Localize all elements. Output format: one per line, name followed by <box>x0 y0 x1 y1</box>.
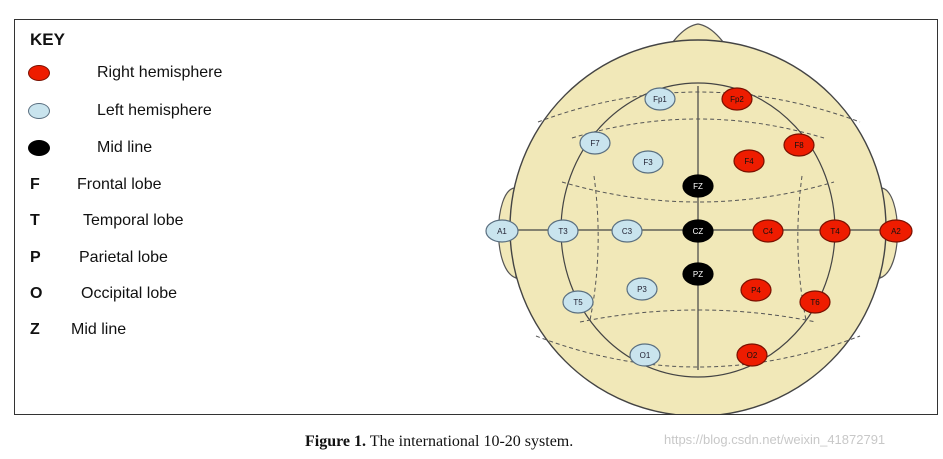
electrode-f8: F8 <box>783 133 815 157</box>
electrode-fz: FZ <box>682 174 714 198</box>
electrode-t4: T4 <box>819 219 851 243</box>
key-title: KEY <box>30 30 65 49</box>
electrode-fp1: Fp1 <box>644 87 676 111</box>
electrode-o1: O1 <box>629 343 661 367</box>
red-dot-icon <box>28 65 50 81</box>
dashed-arc-mid-upper <box>561 181 835 203</box>
electrode-c4: C4 <box>752 219 784 243</box>
svg-text:Fp2: Fp2 <box>730 95 744 104</box>
svg-text:F8: F8 <box>794 141 804 150</box>
electrode-a2: A2 <box>879 219 913 243</box>
electrode-f3: F3 <box>632 150 664 174</box>
svg-text:T4: T4 <box>830 227 840 236</box>
svg-text:A2: A2 <box>891 227 901 236</box>
electrode-t5: T5 <box>562 290 594 314</box>
electrode-c3: C3 <box>611 219 643 243</box>
dashed-arc-bottom <box>535 335 861 368</box>
black-dot-icon <box>28 140 50 156</box>
svg-text:PZ: PZ <box>693 270 703 279</box>
svg-text:FZ: FZ <box>693 182 703 191</box>
watermark-url: https://blog.csdn.net/weixin_41872791 <box>664 432 886 447</box>
electrode-p4: P4 <box>740 278 772 302</box>
svg-text:F4: F4 <box>744 157 754 166</box>
svg-text:T6: T6 <box>810 298 820 307</box>
electrode-f7: F7 <box>579 131 611 155</box>
electrode-p3: P3 <box>626 277 658 301</box>
electrode-pz: PZ <box>682 262 714 286</box>
svg-text:T3: T3 <box>558 227 568 236</box>
electrode-cz: CZ <box>682 219 714 243</box>
caption-label: Figure 1. <box>305 433 367 450</box>
svg-text:C3: C3 <box>622 227 633 236</box>
electrode-o2: O2 <box>736 343 768 367</box>
electrode-t6: T6 <box>799 290 831 314</box>
blue-dot-icon <box>28 103 50 119</box>
svg-text:CZ: CZ <box>693 227 704 236</box>
electrode-f4: F4 <box>733 149 765 173</box>
dashed-arc-frontal <box>571 118 825 139</box>
dashed-arc-top <box>537 91 861 123</box>
svg-text:Fp1: Fp1 <box>653 95 667 104</box>
caption-text: The international 10-20 system. <box>366 433 574 450</box>
figure-caption: Figure 1. The international 10-20 system… <box>305 433 573 451</box>
electrode-fp2: Fp2 <box>721 87 753 111</box>
svg-text:A1: A1 <box>497 227 507 236</box>
svg-text:F3: F3 <box>643 158 653 167</box>
dashed-arc-mid-lower <box>579 309 817 323</box>
svg-text:F7: F7 <box>590 139 600 148</box>
svg-text:C4: C4 <box>763 227 774 236</box>
svg-text:T5: T5 <box>573 298 583 307</box>
eeg-head-diagram: Fp1 Fp2 F7 F3 FZ F4 F8 A1 T3 C3 CZ <box>485 23 913 414</box>
svg-text:P3: P3 <box>637 285 647 294</box>
svg-text:O2: O2 <box>747 351 758 360</box>
svg-text:O1: O1 <box>640 351 651 360</box>
electrode-t3: T3 <box>547 219 579 243</box>
electrode-a1: A1 <box>485 219 519 243</box>
svg-text:P4: P4 <box>751 286 761 295</box>
